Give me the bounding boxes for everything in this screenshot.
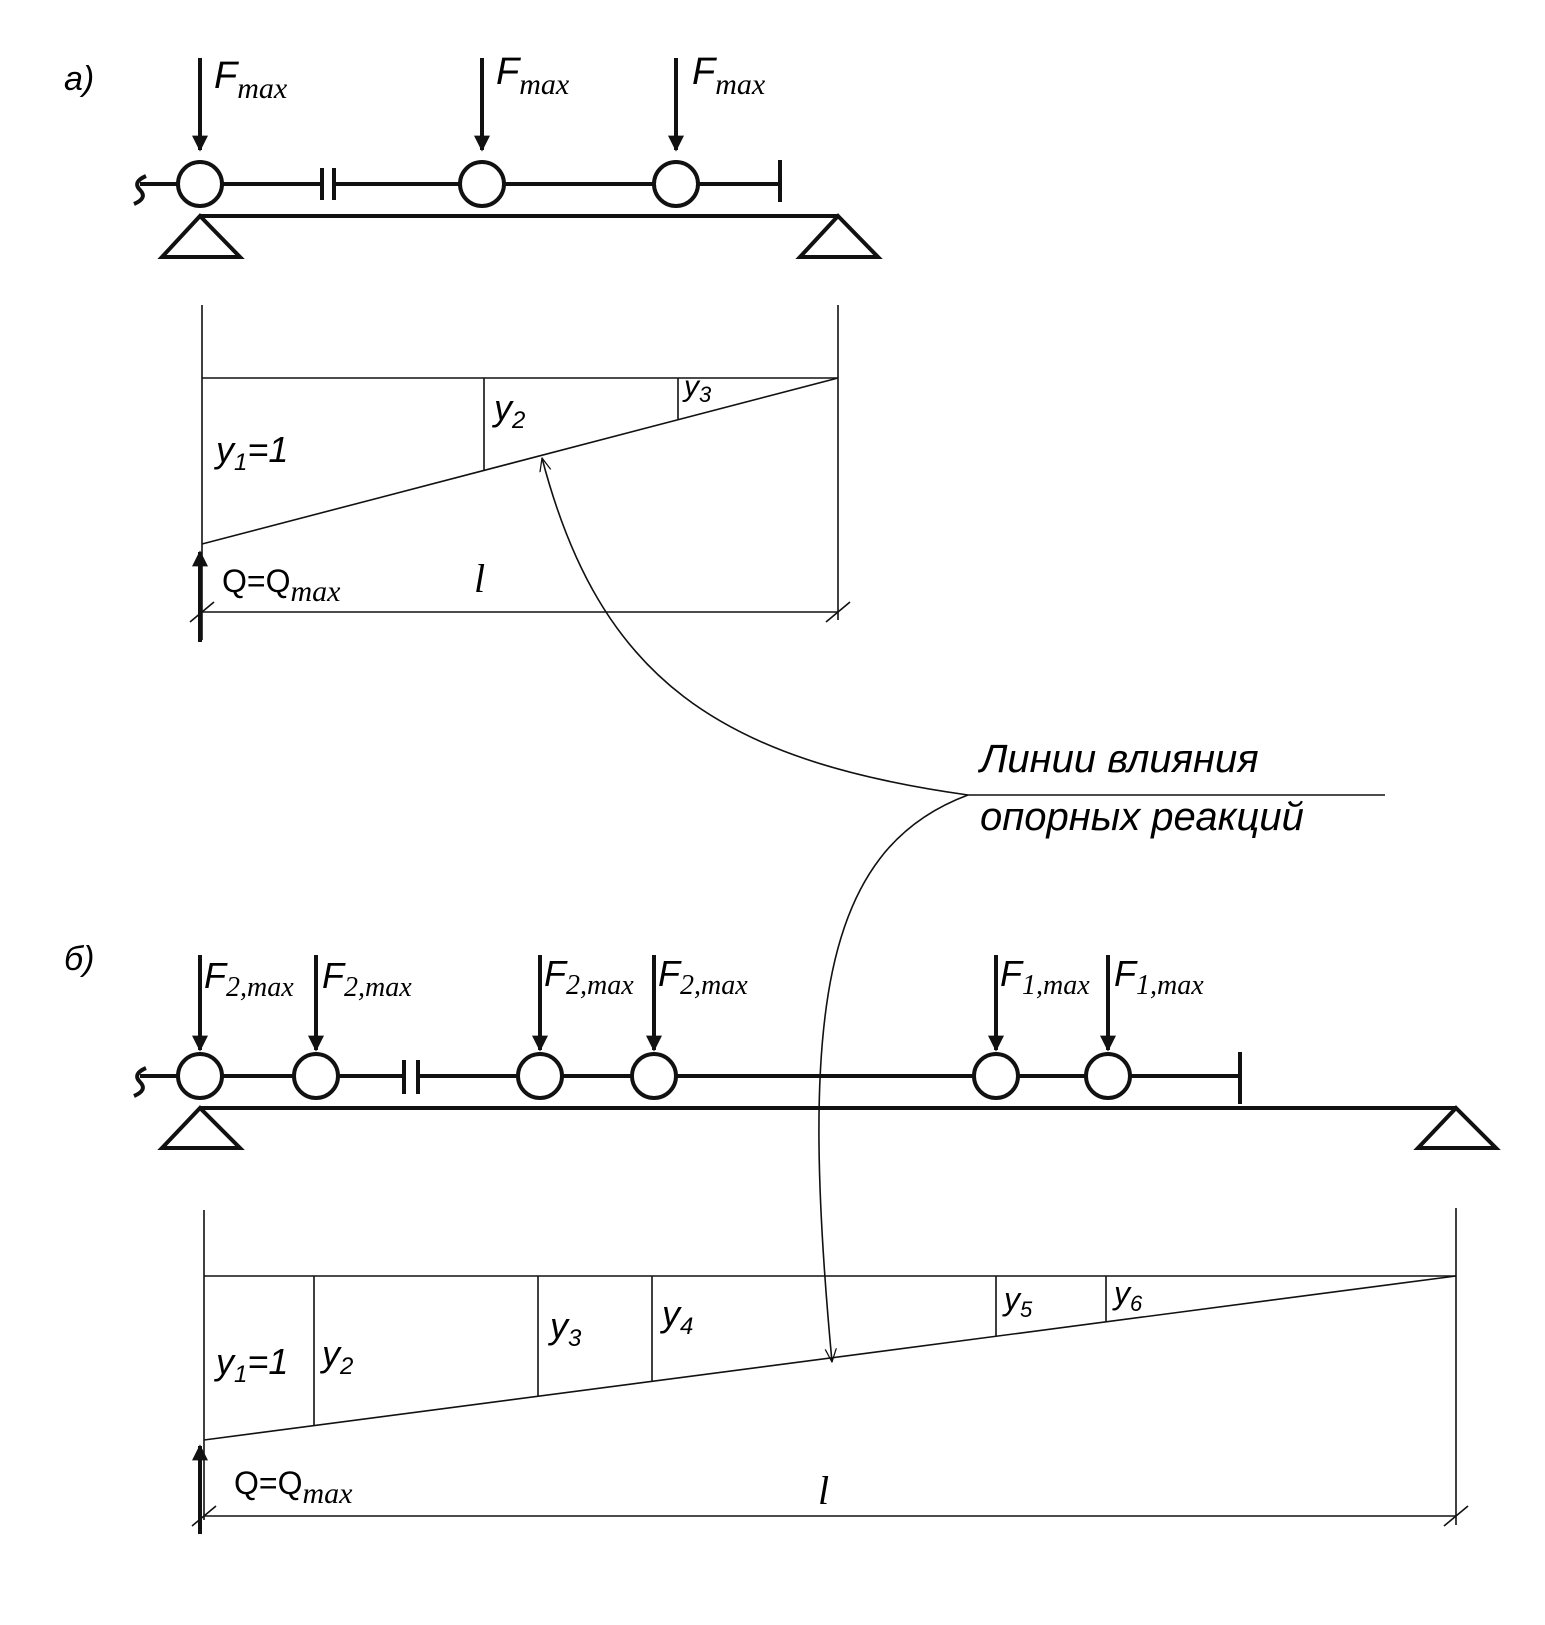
ordinate-b-4: y4 bbox=[659, 1293, 693, 1340]
callout: Линии влияния опорных реакций bbox=[542, 458, 1385, 1362]
force-label: Fmax bbox=[214, 55, 288, 105]
reaction-label-b: Q=Qmax bbox=[234, 1465, 353, 1510]
force-b-5: F1,max bbox=[988, 953, 1090, 1052]
support-right-a bbox=[795, 213, 883, 259]
force-subscript: max bbox=[715, 68, 766, 101]
wheel bbox=[652, 160, 700, 208]
wheel bbox=[516, 1052, 564, 1100]
wheel bbox=[630, 1052, 678, 1100]
ordinate-b-3: y3 bbox=[547, 1305, 582, 1352]
wheel bbox=[1084, 1052, 1132, 1100]
force-b-6: F1,max bbox=[1100, 953, 1204, 1052]
leader-to-a bbox=[542, 458, 969, 796]
force-a-3: Fmax bbox=[668, 51, 766, 152]
diagram-a-label: а) bbox=[64, 60, 94, 98]
span-label-b: l bbox=[818, 1468, 829, 1513]
ordinate-a-2: y2 bbox=[491, 387, 525, 434]
wheel bbox=[972, 1052, 1020, 1100]
force-a-1: Fmax bbox=[192, 55, 288, 152]
force-symbol: F bbox=[496, 51, 521, 93]
force-label: Fmax bbox=[496, 51, 570, 101]
force-b-4: F2,max bbox=[646, 953, 748, 1052]
leader-to-b bbox=[818, 794, 969, 1362]
force-label: F2,max bbox=[204, 955, 294, 1003]
callout-line-1: Линии влияния bbox=[977, 737, 1259, 781]
force-symbol: F bbox=[214, 55, 239, 97]
force-label: Fmax bbox=[692, 51, 766, 101]
force-b-1: F2,max bbox=[192, 955, 294, 1052]
crane-bridge-a bbox=[133, 160, 782, 208]
support-left-b bbox=[157, 1105, 245, 1150]
ordinate-b-1: y1=1 bbox=[213, 1341, 288, 1388]
support-left-a bbox=[157, 213, 245, 259]
ordinate-a-3: y3 bbox=[682, 370, 712, 407]
reaction-label-a: Q=Qmax bbox=[222, 563, 341, 608]
diagram-b-label: б) bbox=[64, 940, 94, 978]
force-label: F1,max bbox=[1114, 953, 1204, 1001]
force-label: F1,max bbox=[1000, 953, 1090, 1001]
ordinate-b-5: y5 bbox=[1002, 1281, 1033, 1322]
support-right-b bbox=[1413, 1105, 1501, 1150]
ordinate-b-6: y6 bbox=[1112, 1275, 1143, 1316]
wheel bbox=[176, 160, 224, 208]
force-label: F2,max bbox=[658, 953, 748, 1001]
wheel bbox=[176, 1052, 224, 1100]
wheel bbox=[458, 160, 506, 208]
diagram-b: б) F2,max F2,max F2,max F2,max F1,max F1… bbox=[64, 940, 1501, 1534]
force-subscript: max bbox=[237, 72, 288, 105]
diagram-a: а) Fmax Fmax Fmax bbox=[64, 51, 883, 642]
force-b-2: F2,max bbox=[308, 955, 412, 1052]
wheel bbox=[292, 1052, 340, 1100]
influence-line-b bbox=[191, 1208, 1469, 1527]
callout-line-2: опорных реакций bbox=[980, 795, 1304, 839]
span-label-a: l bbox=[474, 556, 485, 601]
force-label: F2,max bbox=[322, 955, 412, 1003]
force-symbol: F bbox=[692, 51, 717, 93]
force-label: F2,max bbox=[544, 953, 634, 1001]
crane-bridge-b bbox=[133, 1052, 1242, 1104]
ordinate-b-2: y2 bbox=[319, 1333, 353, 1380]
force-a-2: Fmax bbox=[474, 51, 570, 152]
ordinate-a-1: y1=1 bbox=[213, 429, 288, 476]
force-subscript: max bbox=[519, 68, 570, 101]
force-b-3: F2,max bbox=[532, 953, 634, 1052]
